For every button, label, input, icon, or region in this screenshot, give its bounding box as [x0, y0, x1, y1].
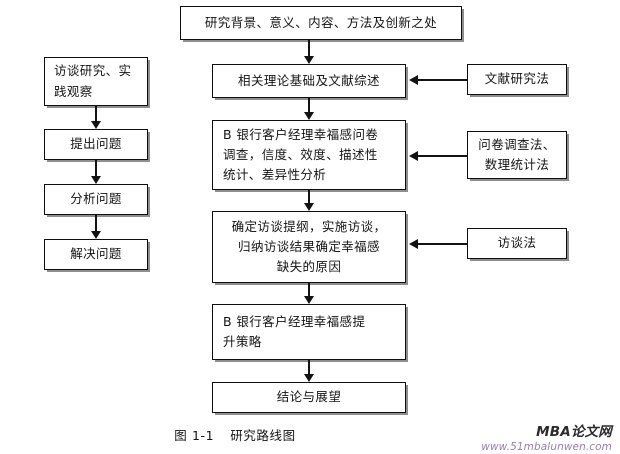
node-label: 确定访谈提纲，实施访谈， 归纳访谈结果确定幸福感 缺失的原因: [231, 218, 387, 275]
arrowhead-statistics-method-to-questionnaire: [409, 150, 418, 161]
node-label: B 银行客户经理幸福感提 升策略: [223, 313, 366, 349]
node-right-questionnaire-statistics-method: 问卷调查法、 数理统计法: [467, 131, 567, 179]
connector-literature-method-to-theory: [418, 79, 467, 81]
figure-caption-title: 研究路线图: [230, 428, 296, 443]
node-right-literature-method: 文献研究法: [467, 64, 567, 95]
watermark-brand: MBA论文网: [536, 424, 612, 440]
arrowhead-raise-to-analyze: [91, 176, 101, 184]
connector-raise-to-analyze: [95, 160, 97, 176]
watermark: MBA论文网 www.51mbalunwen.com: [481, 424, 612, 454]
figure-caption: 图 1-1 研究路线图: [0, 425, 470, 444]
node-center-theory-literature-review: 相关理论基础及文献综述: [212, 64, 406, 98]
node-label: 解决问题: [70, 246, 122, 262]
connector-interview-to-strategy: [308, 283, 310, 296]
arrowhead-interview-method-to-interview: [409, 238, 418, 249]
figure-caption-number: 图 1-1: [174, 428, 215, 443]
watermark-url: www.51mbalunwen.com: [481, 440, 612, 453]
arrowhead-literature-method-to-theory: [409, 74, 418, 85]
arrowhead-questionnaire-to-interview: [304, 203, 314, 211]
connector-practice-to-raise: [95, 106, 97, 121]
node-label: 访谈法: [497, 235, 537, 251]
node-center-improvement-strategy: B 银行客户经理幸福感提 升策略: [212, 304, 406, 360]
node-label: 分析问题: [70, 191, 122, 207]
node-left-solve-question: 解决问题: [44, 239, 148, 270]
node-label: 文献研究法: [484, 71, 550, 87]
node-label: 结论与展望: [276, 389, 342, 405]
connector-strategy-to-conclusion: [308, 360, 310, 374]
connector-interview-method-to-interview: [418, 243, 467, 245]
node-center-interview-outline: 确定访谈提纲，实施访谈， 归纳访谈结果确定幸福感 缺失的原因: [212, 211, 406, 283]
node-left-analyze-question: 分析问题: [44, 184, 148, 215]
connector-theory-to-questionnaire: [308, 98, 310, 112]
node-top-research-background: 研究背景、意义、内容、方法及创新之处: [180, 6, 462, 40]
node-label: 相关理论基础及文献综述: [238, 72, 380, 88]
node-label: 访谈研究、实 践观察: [54, 63, 132, 99]
arrowhead-analyze-to-solve: [91, 231, 101, 239]
node-right-interview-method: 访谈法: [467, 228, 567, 259]
arrowhead-practice-to-raise: [91, 121, 101, 129]
node-label: 问卷调查法、 数理统计法: [478, 136, 556, 172]
arrowhead-strategy-to-conclusion: [304, 374, 314, 382]
node-center-conclusion-outlook: 结论与展望: [212, 382, 406, 413]
node-label: B 银行客户经理幸福感问卷 调查，信度、效度、描述性 统计、差异性分析: [223, 126, 379, 183]
arrowhead-interview-to-strategy: [304, 296, 314, 304]
node-center-questionnaire-survey: B 银行客户经理幸福感问卷 调查，信度、效度、描述性 统计、差异性分析: [212, 120, 406, 190]
connector-statistics-method-to-questionnaire: [418, 155, 467, 157]
node-label: 提出问题: [70, 136, 122, 152]
arrowhead-theory-to-questionnaire: [304, 112, 314, 120]
node-left-raise-question: 提出问题: [44, 129, 148, 160]
connector-top-to-theory: [308, 40, 310, 56]
node-left-interview-practice: 访谈研究、实 践观察: [44, 57, 148, 106]
connector-questionnaire-to-interview: [308, 190, 310, 203]
connector-analyze-to-solve: [95, 215, 97, 231]
arrowhead-top-to-theory: [304, 56, 314, 64]
node-label: 研究背景、意义、内容、方法及创新之处: [204, 14, 438, 30]
